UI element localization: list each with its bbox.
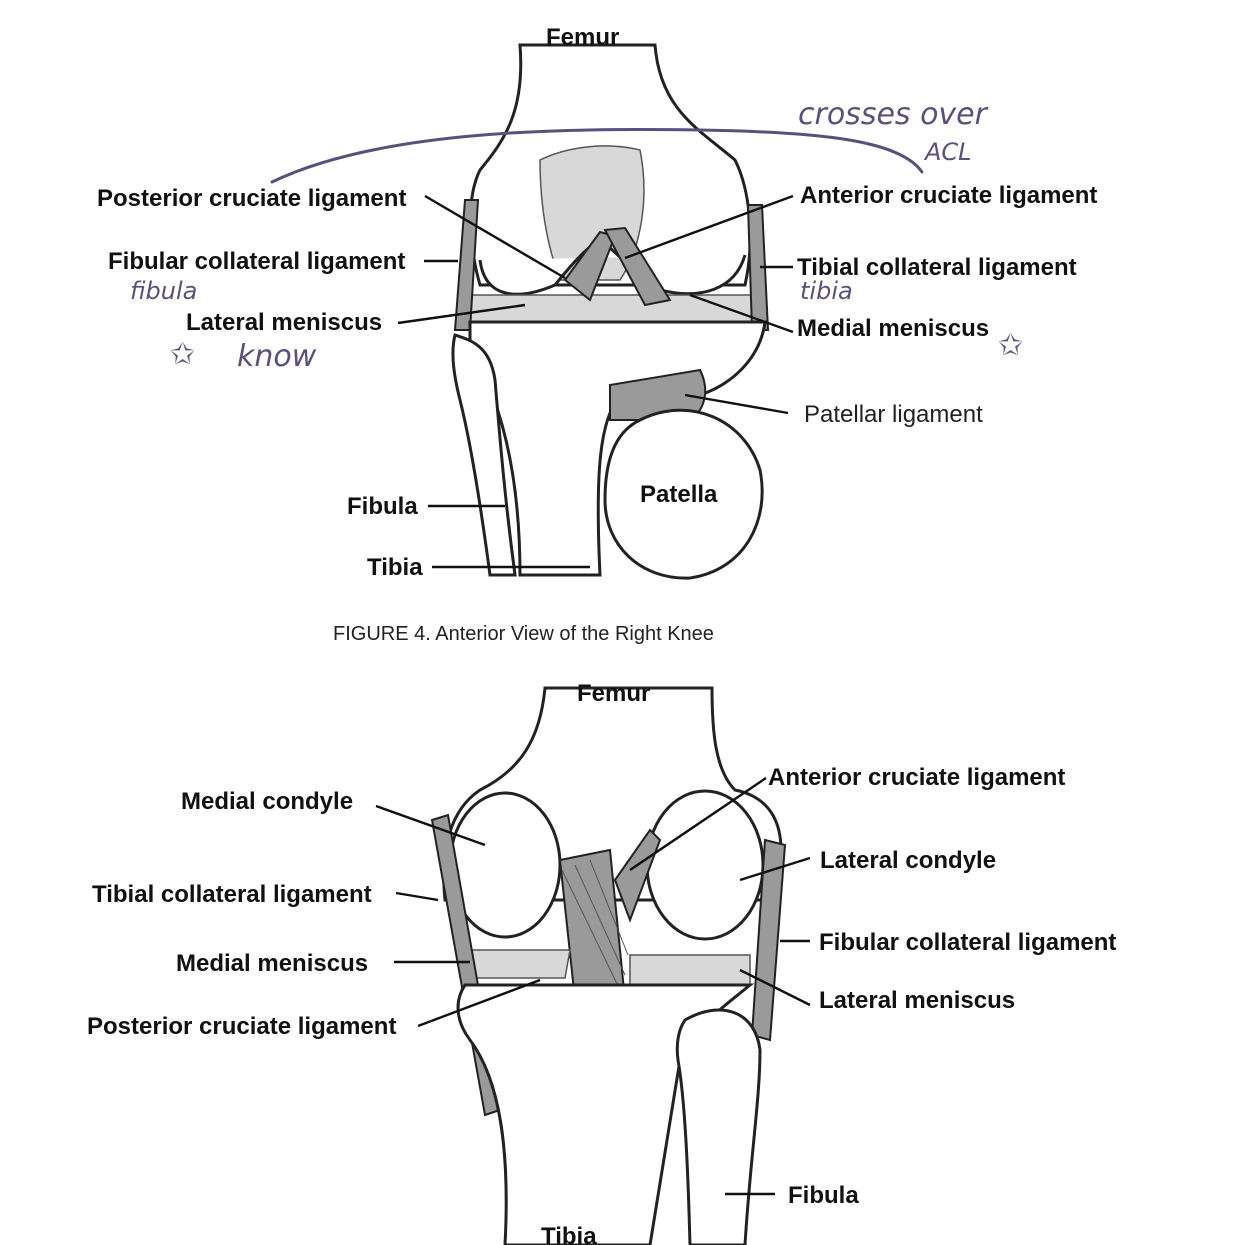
fig4-label-posterior-cruciate: Posterior cruciate ligament: [97, 185, 406, 212]
star-icon: ✩: [170, 337, 195, 372]
fig5-label-medial-meniscus: Medial meniscus: [176, 950, 368, 977]
medial-meniscus-band: [464, 949, 571, 979]
fig5-label-femur: Femur: [577, 680, 650, 707]
figure-5-leaders: [375, 777, 811, 1196]
fig5-label-anterior-cruciate: Anterior cruciate ligament: [768, 764, 1065, 791]
joint-menisci: [469, 294, 766, 323]
acl-ligament: [613, 828, 662, 923]
lateral-meniscus-band: [629, 954, 751, 986]
fig5-label-tibial-collateral: Tibial collateral ligament: [92, 881, 372, 908]
note-tibia: tibia: [800, 277, 853, 305]
tibial-collateral-band: [746, 204, 770, 331]
fig5-label-tibia: Tibia: [541, 1223, 597, 1245]
handwritten-annotations: crosses over ACL fibula ✩ know tibia ✩: [130, 97, 1023, 374]
figure-4-labels: Femur Posterior cruciate ligament Fibula…: [97, 24, 1097, 581]
fig4-label-patella: Patella: [640, 481, 718, 508]
ligament-fibres: [561, 859, 629, 991]
note-crosses-over: crosses over: [798, 97, 989, 132]
fig4-label-tibia: Tibia: [367, 554, 423, 581]
crosses-over-stroke: [270, 128, 924, 184]
fig4-label-fibula: Fibula: [347, 493, 418, 520]
note-know: know: [237, 339, 317, 374]
fig5-label-medial-condyle: Medial condyle: [181, 788, 353, 815]
figure-5-labels: Femur Medial condyle Anterior cruciate l…: [87, 680, 1116, 1245]
fig4-label-femur: Femur: [546, 24, 619, 51]
figure-5-illustration: [430, 686, 787, 1245]
star-icon: ✩: [998, 328, 1023, 363]
fig5-label-posterior-cruciate: Posterior cruciate ligament: [87, 1013, 396, 1040]
fibula-bone: [451, 333, 517, 577]
figure-4-illustration: [451, 43, 770, 580]
fig4-label-medial-meniscus: Medial meniscus: [797, 315, 989, 342]
note-fibula: fibula: [130, 277, 197, 305]
figure-4-caption: FIGURE 4. Anterior View of the Right Kne…: [333, 623, 714, 645]
note-acl: ACL: [923, 138, 972, 166]
fig5-label-lateral-meniscus: Lateral meniscus: [819, 987, 1015, 1014]
fig4-label-fibular-collateral: Fibular collateral ligament: [108, 248, 405, 275]
fig5-label-fibula: Fibula: [788, 1182, 859, 1209]
fig4-label-lateral-meniscus: Lateral meniscus: [186, 309, 382, 336]
fig4-label-tibial-collateral: Tibial collateral ligament: [797, 254, 1077, 281]
lateral-condyle-shape: [645, 789, 765, 941]
figure-4-leaders: [397, 194, 794, 569]
fig5-label-fibular-collateral: Fibular collateral ligament: [819, 929, 1116, 956]
fig4-label-anterior-cruciate: Anterior cruciate ligament: [800, 182, 1097, 209]
patella-bone: [603, 408, 764, 580]
fibula-bone: [675, 1008, 762, 1245]
fig5-label-lateral-condyle: Lateral condyle: [820, 847, 996, 874]
fig4-label-patellar-ligament: Patellar ligament: [804, 401, 983, 428]
acl-ligament: [603, 226, 672, 307]
fibular-collateral-band: [750, 838, 787, 1042]
